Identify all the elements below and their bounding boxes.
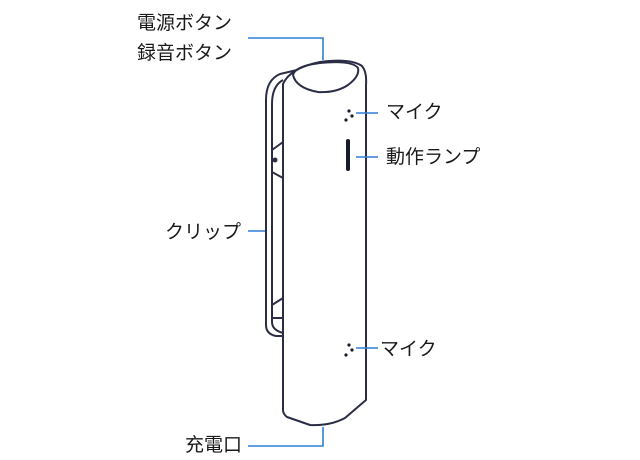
device-body xyxy=(282,59,368,427)
clip-inner xyxy=(271,79,284,334)
mic-bottom-holes xyxy=(344,343,354,357)
leader-port xyxy=(248,427,324,447)
label-mic-top: マイク xyxy=(386,101,443,123)
mic-top-holes xyxy=(344,109,354,122)
status-lamp-bar xyxy=(346,139,350,171)
label-record-button: 録音ボタン xyxy=(137,42,233,64)
clip-notch-bottom xyxy=(271,297,284,319)
clip-outline xyxy=(265,69,298,337)
label-clip: クリップ xyxy=(165,221,242,243)
clip-notch-top xyxy=(271,141,284,179)
label-mic-bottom: マイク xyxy=(380,338,437,360)
leader-button xyxy=(248,37,324,60)
label-power-button: 電源ボタン xyxy=(137,12,233,34)
top-button xyxy=(292,61,360,94)
clip-rivet xyxy=(272,157,278,163)
label-charging-port: 充電口 xyxy=(185,434,243,456)
label-status-lamp: 動作ランプ xyxy=(386,146,481,168)
